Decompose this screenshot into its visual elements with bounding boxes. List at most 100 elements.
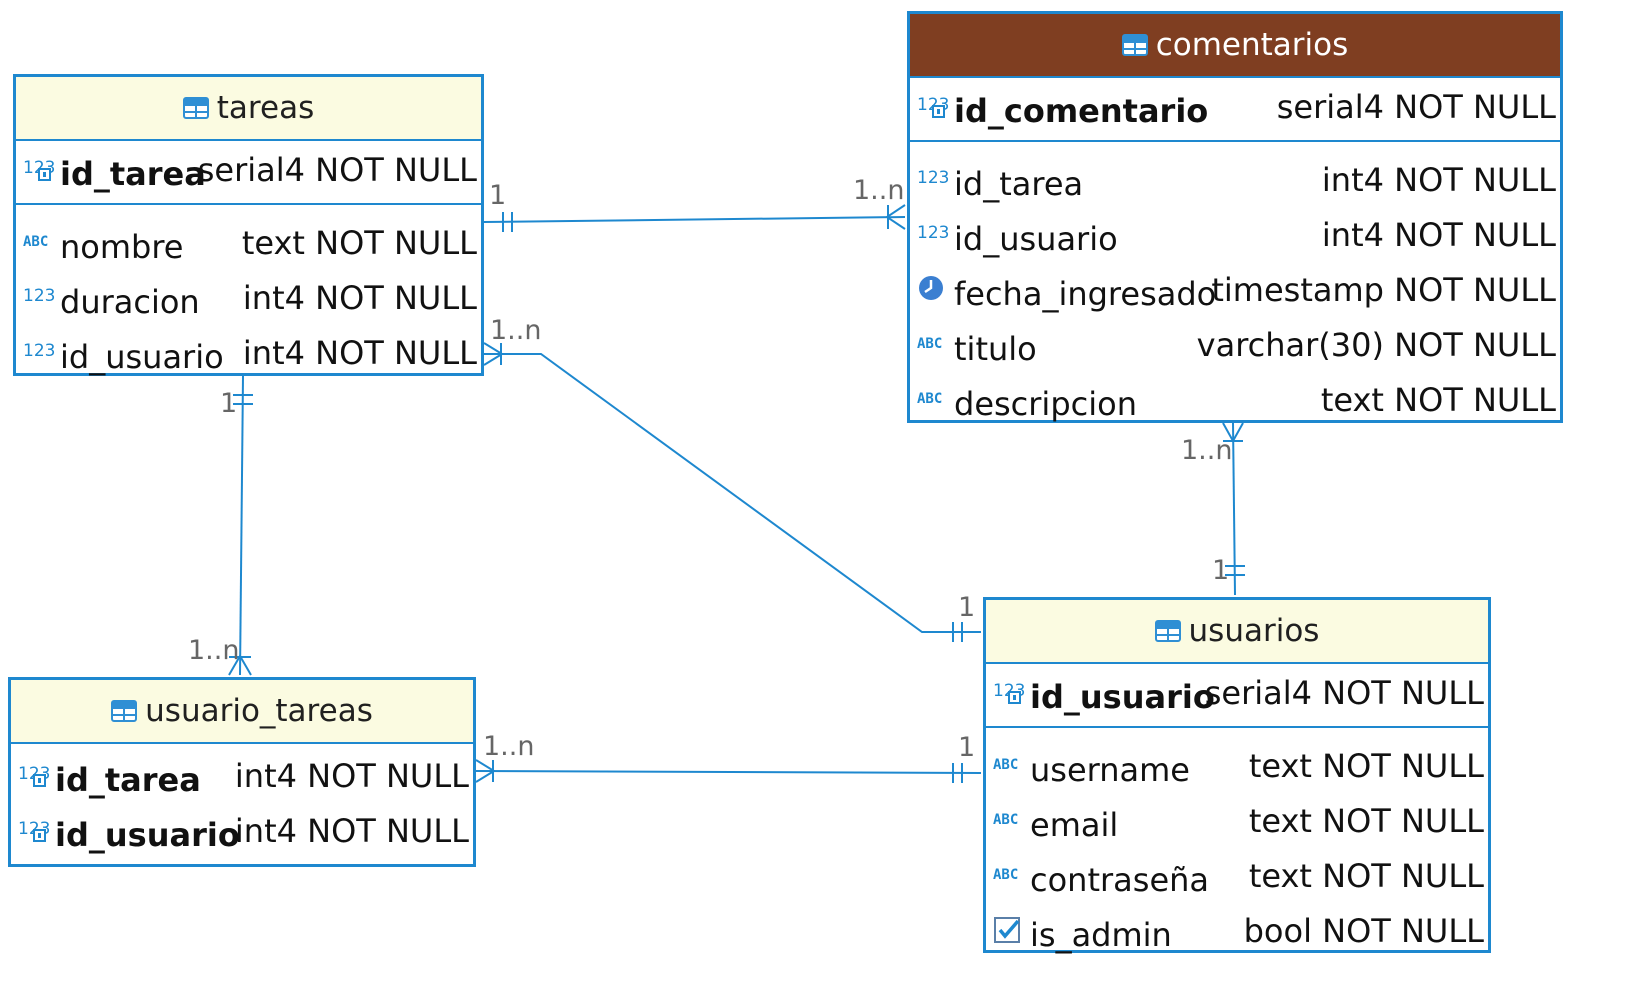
link-tareas-usuario-tareas [239,375,244,676]
column-name: username [1030,751,1190,789]
column-type: int4 NOT NULL [234,757,469,795]
cardinality-usuarios-usuario-tareas-to: 1..n [483,731,535,762]
column-name: id_tarea [954,165,1084,203]
many-marker [885,204,906,230]
column-type: text NOT NULL [1320,381,1556,419]
cardinality-tareas-comentarios-from: 1 [489,180,507,211]
many-marker [228,654,252,676]
columns-section: ABC username text NOT NULL ABC email text NOT… [986,728,1488,960]
cardinality-tareas-usuario-tareas-from: 1 [220,388,238,419]
entity-header-comentarios[interactable]: comentarios [910,14,1560,78]
column-type: timestamp NOT NULL [1211,271,1556,309]
column-type: varchar(30) NOT NULL [1196,326,1556,364]
column-name: id_usuario [954,220,1118,258]
one-marker [233,394,253,405]
cardinality-usuarios-tareas-to: 1..n [490,315,542,346]
column-row-username[interactable]: ABC username text NOT NULL [986,740,1488,795]
link-usuarios-comentarios [1232,422,1236,596]
column-name: nombre [60,228,184,266]
link-usuarios-tareas [484,353,981,633]
many-marker [1222,422,1244,444]
svg-text:123: 123 [23,341,55,361]
column-name: fecha_ingresado [954,275,1217,313]
column-type: int4 NOT NULL [242,279,477,317]
text-abc-icon: ABC [917,391,942,407]
svg-text:ABC: ABC [993,867,1018,883]
column-name: is_admin [1030,916,1172,954]
table-icon [1121,34,1148,56]
table-icon [111,700,138,722]
many-marker [475,759,496,783]
entity-header-usuarios[interactable]: usuarios [986,600,1488,664]
column-type: int4 NOT NULL [1321,216,1556,254]
column-name: id_usuario [1030,678,1215,716]
pk-number-icon: 123 [18,764,50,787]
entity-title: tareas [216,90,315,126]
column-name: id_usuario [55,816,240,854]
number-123-icon: 123 [917,223,949,243]
checkbox-icon [994,917,1020,943]
svg-text:ABC: ABC [917,336,942,352]
number-123-icon: 123 [917,168,949,188]
entity-header-usuario-tareas[interactable]: usuario_tareas [11,680,473,744]
column-type: int4 NOT NULL [234,812,469,850]
number-123-icon: 123 [23,286,55,306]
column-row-email[interactable]: ABC email text NOT NULL [986,795,1488,850]
table-icon [182,97,209,119]
column-type: text NOT NULL [1248,857,1484,895]
link-tareas-comentarios [483,216,906,223]
svg-text:123: 123 [23,286,55,306]
text-abc-icon: ABC [993,867,1018,883]
cardinality-tareas-usuario-tareas-to: 1..n [188,635,240,666]
column-name: id_tarea [55,761,201,799]
column-name: duracion [60,283,200,321]
column-type: text NOT NULL [1248,802,1484,840]
column-type: text NOT NULL [1248,747,1484,785]
column-name: email [1030,806,1119,844]
entity-title: comentarios [1155,27,1349,63]
cardinality-tareas-comentarios-to: 1..n [853,175,905,206]
text-abc-icon: ABC [993,812,1018,828]
link-usuarios-usuario-tareas [475,770,982,774]
cardinality-usuarios-tareas-from: 1 [958,592,976,623]
one-marker [502,212,513,232]
pk-number-icon: 123 [23,158,55,181]
pk-number-icon: 123 [993,681,1025,704]
cardinality-usuarios-usuario-tareas-from: 1 [958,732,976,763]
column-name: titulo [954,330,1037,368]
entity-header-tareas[interactable]: tareas [16,77,481,141]
text-abc-icon: ABC [993,757,1018,773]
pk-number-icon: 123 [18,819,50,842]
column-type: bool NOT NULL [1243,912,1484,950]
column-row-titulo[interactable]: ABC titulo varchar(30) NOT NULL [910,319,1560,374]
one-marker [952,763,963,783]
table-icon [1154,620,1181,642]
cardinality-usuarios-comentarios-from: 1 [1212,555,1230,586]
svg-text:ABC: ABC [993,812,1018,828]
svg-text:ABC: ABC [917,391,942,407]
column-row-is_admin[interactable]: is_admin bool NOT NULL [986,905,1488,960]
